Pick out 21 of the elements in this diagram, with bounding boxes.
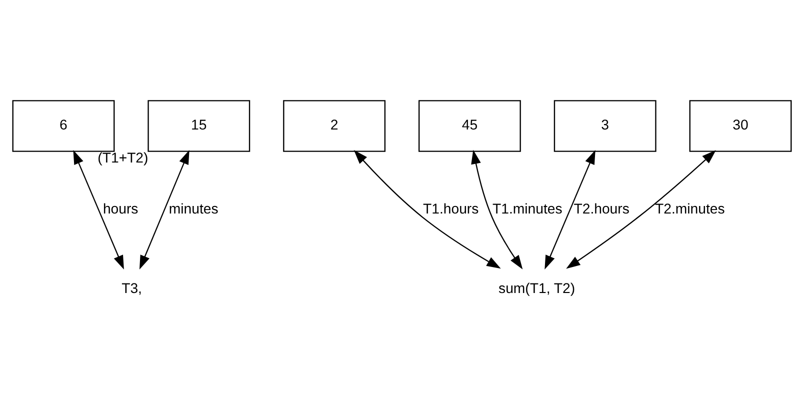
arrow: [544, 150, 596, 270]
node-box: 2: [283, 100, 386, 152]
node-label: (T1+T2): [98, 150, 148, 166]
node-text: T3,: [122, 280, 142, 296]
arrow: [139, 150, 190, 270]
node-box: 3: [554, 100, 656, 152]
edge-label: T2.minutes: [654, 200, 725, 216]
edge-label: hours: [102, 200, 138, 216]
node-box: 45: [418, 100, 521, 152]
node-box: 6: [12, 100, 115, 152]
edge-label: T1.hours: [423, 200, 479, 216]
edge-label: minutes: [168, 200, 218, 216]
edge-label: T2.hours: [574, 200, 630, 216]
arrow: [471, 150, 523, 270]
arrow: [73, 150, 124, 270]
edge-label: T1.minutes: [492, 200, 562, 216]
node-box: 15: [148, 100, 250, 152]
arrow: [566, 150, 716, 269]
node-box: 30: [689, 100, 792, 152]
node-text: sum(T1, T2): [498, 280, 576, 296]
arrow: [354, 150, 501, 269]
